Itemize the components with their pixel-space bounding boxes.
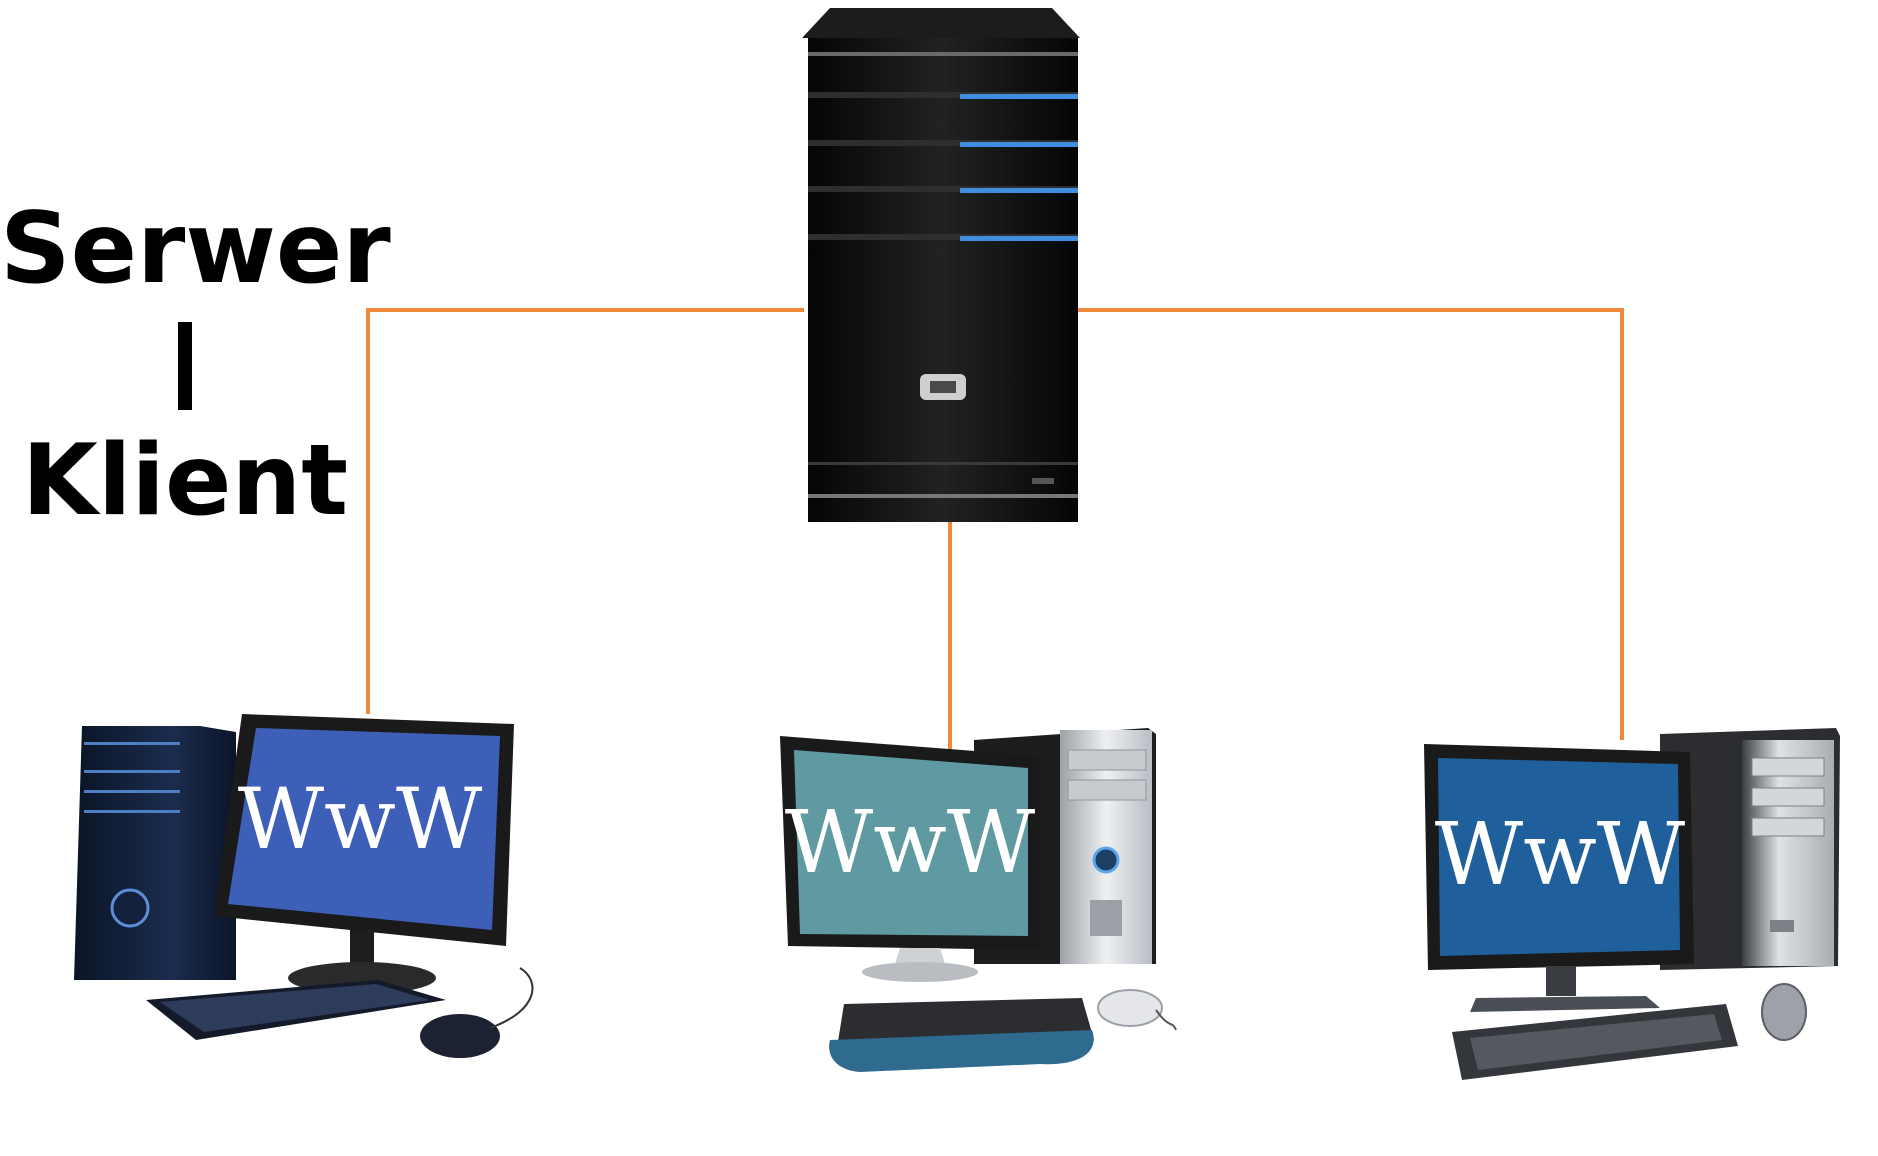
diagram-title: Serwer Klient: [0, 192, 391, 538]
connector-lines: [366, 308, 1624, 752]
desktop-computer-icon: WwW: [780, 728, 1177, 1072]
client-computer-2: WwW: [780, 728, 1177, 1072]
screen-text-2: WwW: [785, 793, 1036, 893]
title-client: Klient: [21, 424, 349, 538]
connector-left: [366, 308, 804, 714]
title-separator: [178, 322, 192, 410]
connector-right: [1078, 308, 1624, 740]
desktop-computer-icon: WwW: [74, 714, 534, 1058]
desktop-computer-icon: WwW: [1424, 728, 1840, 1080]
client-computer-1: WwW: [74, 714, 534, 1058]
client-computer-3: WwW: [1424, 728, 1840, 1080]
server-tower-icon: [802, 8, 1080, 522]
screen-text-3: WwW: [1435, 805, 1686, 905]
screen-text-1: WwW: [238, 770, 483, 868]
title-server: Serwer: [0, 192, 391, 306]
